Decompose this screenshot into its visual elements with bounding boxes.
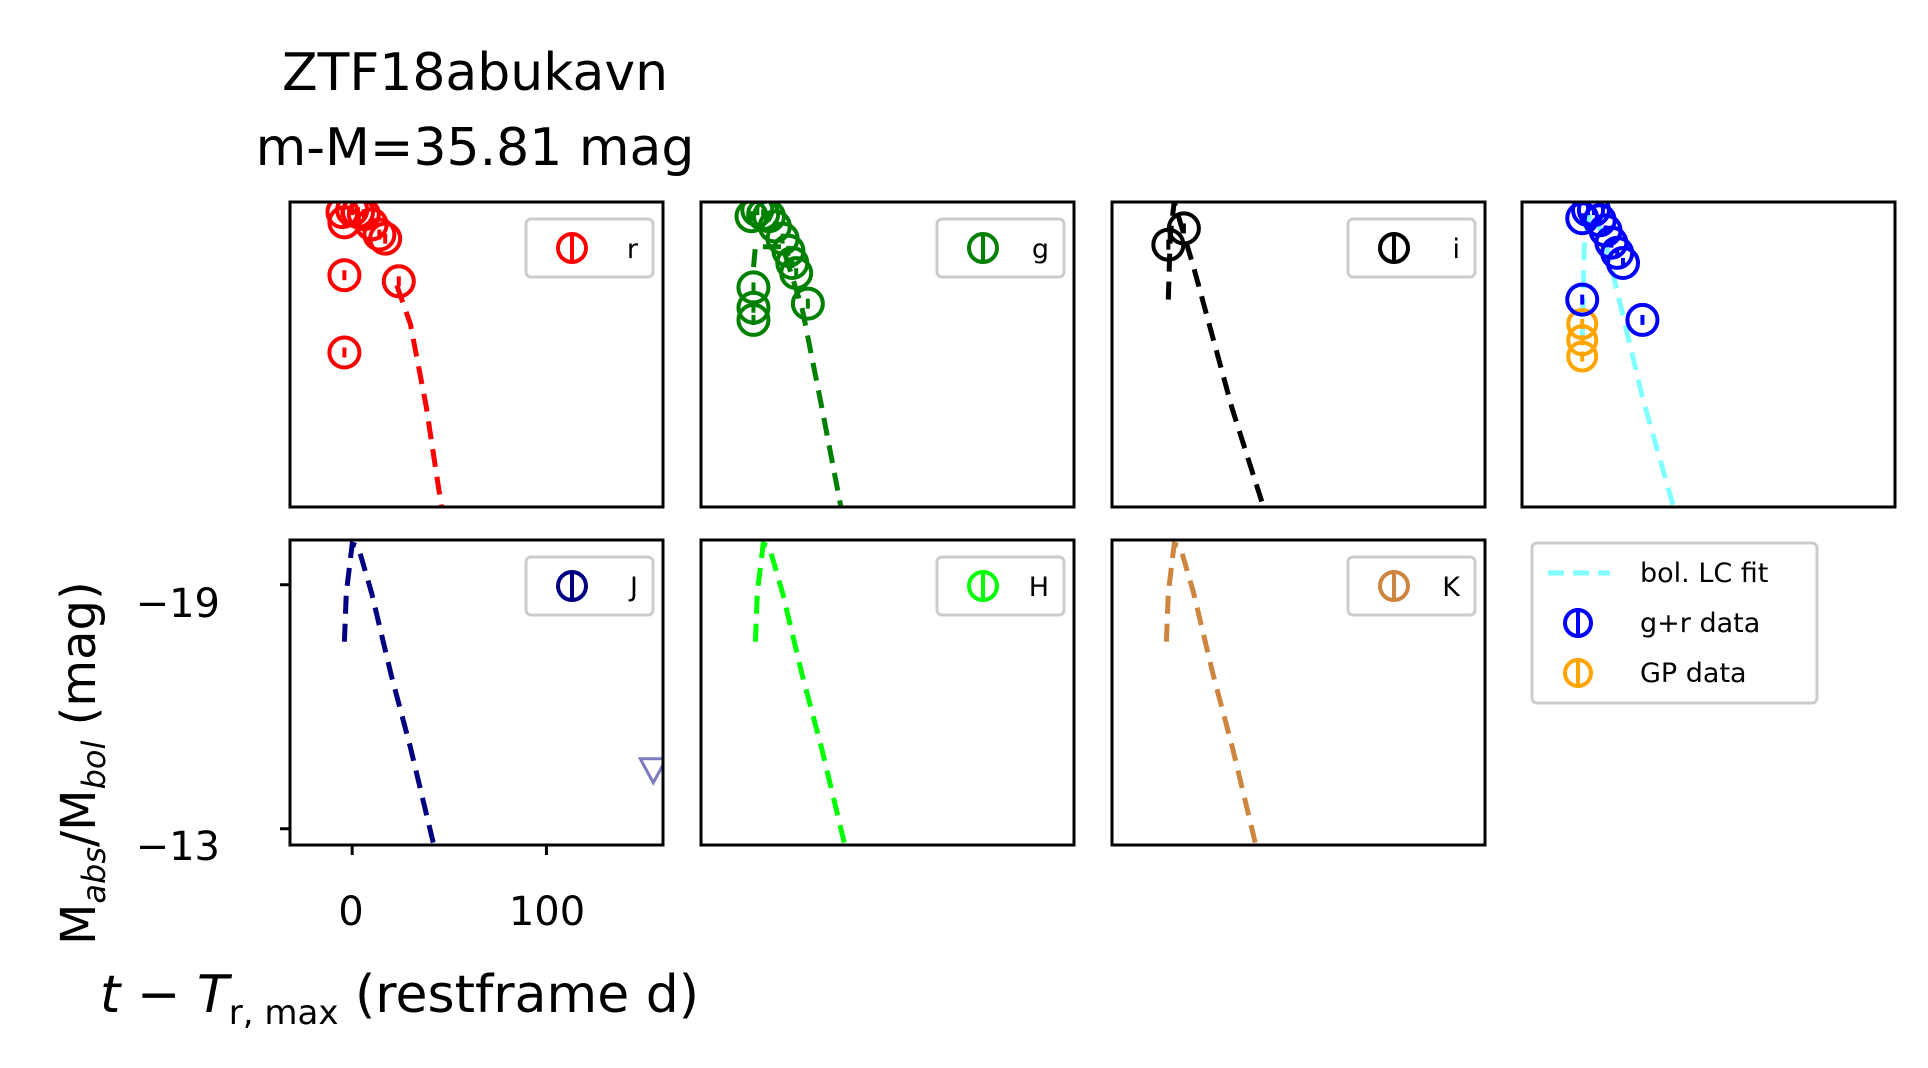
data-point [362, 217, 397, 252]
bol-legend: bol. LC fit g+r data GP data [1530, 541, 1819, 705]
data-point [327, 335, 362, 370]
panel-frame [288, 538, 665, 847]
legend-frame [935, 555, 1066, 617]
panel-plot-area [325, 202, 444, 507]
x-tick-label: 100 [509, 889, 585, 935]
data-point [368, 221, 403, 256]
panel-h: H [699, 538, 1076, 847]
figure-title-line1: ZTF18abukavn [282, 43, 668, 103]
data-point [1166, 211, 1201, 246]
panel-frame [1110, 538, 1487, 847]
legend-label: r [627, 234, 639, 265]
fit-line [341, 540, 437, 845]
bol-legend-fit-label: bol. LC fit [1640, 558, 1768, 589]
panel-plot-area [734, 202, 844, 507]
fit-line [752, 540, 848, 845]
x-tick-labels: 0 100 [338, 889, 585, 935]
panel-bol [1520, 200, 1897, 509]
legend-label: g [1032, 234, 1049, 265]
panel-plot-area [752, 540, 848, 845]
fit-line [1163, 540, 1259, 845]
fit-line [394, 284, 444, 507]
panel-j: J [280, 538, 665, 855]
data-point [381, 264, 416, 299]
panel-plot-area [1565, 202, 1676, 507]
panel-k: K [1110, 538, 1487, 847]
legend-label: K [1442, 572, 1461, 603]
y-tick-label: −19 [136, 581, 220, 627]
data-point [736, 302, 771, 337]
y-tick-label: −13 [136, 824, 220, 870]
legend-label: J [628, 572, 638, 603]
data-point [327, 258, 362, 293]
data-point [1565, 282, 1600, 317]
panels-layer: r g iJ H K [280, 200, 1897, 855]
legend-frame [935, 217, 1066, 279]
panel-plot-area [341, 540, 663, 845]
panel-frame [288, 200, 665, 509]
legend-frame [1346, 217, 1477, 279]
panel-frame [699, 538, 1076, 847]
x-axis-label: t − Tr, max (restframe d) [100, 965, 699, 1033]
y-tick-labels: −19 −13 [136, 581, 220, 870]
legend-frame [1346, 555, 1477, 617]
data-point [1625, 302, 1660, 337]
upper-limit-marker [637, 757, 663, 786]
legend-label: i [1452, 234, 1460, 265]
panel-i: i [1110, 200, 1487, 509]
gp-data-point [1566, 308, 1599, 340]
y-axis-label: Mabs/Mbol (mag) [51, 581, 113, 945]
panel-frame [699, 200, 1076, 509]
legend-label: H [1029, 572, 1049, 603]
data-point [736, 270, 771, 305]
panel-frame [1110, 200, 1487, 509]
legend-frame [524, 217, 655, 279]
legend-frame [524, 555, 655, 617]
panel-plot-area [1163, 540, 1259, 845]
panel-r: r [288, 200, 665, 509]
x-tick-label: 0 [338, 889, 363, 935]
panel-frame [1520, 200, 1897, 509]
figure-title-line2: m-M=35.81 mag [256, 118, 695, 178]
panel-plot-area [1151, 202, 1266, 507]
bol-legend-frame [1530, 541, 1819, 705]
data-point [1606, 246, 1641, 280]
panel-g: g [699, 200, 1076, 509]
fit-line [751, 244, 844, 507]
data-point [779, 256, 814, 291]
bol-legend-gp-label: GP data [1640, 658, 1747, 689]
bol-legend-gr-label: g+r data [1640, 608, 1760, 639]
data-point [790, 286, 825, 321]
